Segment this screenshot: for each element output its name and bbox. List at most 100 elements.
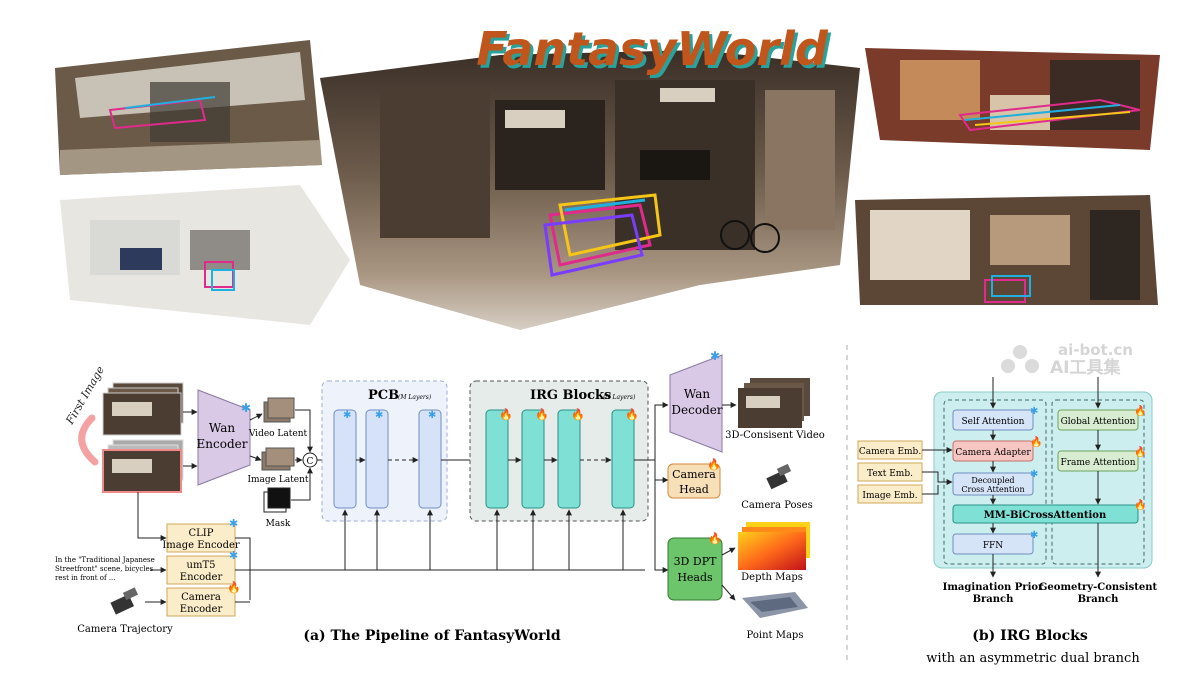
pipeline-caption: (a) The Pipeline of FantasyWorld: [303, 628, 561, 644]
trainable-icon: 🔥: [1030, 435, 1042, 448]
edge-video-latent-concat: [295, 409, 313, 453]
scene-image-room-top-right: [865, 48, 1160, 150]
clip-bus: [235, 537, 251, 600]
image-emb-label: Image Emb.: [862, 491, 917, 501]
geometry-branch-line1: Geometry-Consistent: [1039, 582, 1158, 593]
pcb-sub-label: (M Layers): [398, 394, 432, 401]
svg-text:🔥: 🔥: [625, 408, 639, 421]
frozen-icon: ✱: [1030, 530, 1038, 541]
mm-bicross-label: MM-BiCrossAttention: [984, 510, 1107, 521]
wan-decoder-line2: Decoder: [671, 403, 722, 417]
watermark-line2: AI工具集: [1050, 357, 1121, 378]
irg-block-2: 🔥: [521, 408, 549, 509]
svg-text:🔥: 🔥: [499, 408, 513, 421]
trainable-icon: 🔥: [1134, 404, 1146, 417]
umt5-line1: umT5: [187, 560, 216, 571]
irg-block-4: 🔥: [611, 408, 639, 509]
camera-encoder: Camera Encoder 🔥: [166, 581, 241, 617]
camera-head: Camera Head 🔥: [667, 458, 721, 499]
pcb-block-2: ✱: [365, 409, 389, 509]
svg-text:✱: ✱: [375, 410, 383, 421]
arrow-encoder-to-video-latent: [249, 413, 263, 421]
geometry-branch-line2: Branch: [1078, 594, 1120, 605]
umt5-encoder: umT5 Encoder ✱: [166, 549, 238, 585]
self-attention-label: Self Attention: [962, 417, 1025, 427]
video-latent-cube: [263, 397, 295, 423]
camera-encoder-line2: Encoder: [180, 604, 223, 615]
camera-emb-label: Camera Emb.: [859, 447, 922, 457]
self-attention-box: Self Attention ✱: [952, 406, 1038, 431]
frozen-icon: ✱: [229, 517, 238, 530]
global-attention-label: Global Attention: [1061, 417, 1136, 427]
frame-attention-box: Frame Attention 🔥: [1057, 445, 1146, 472]
text-emb-label: Text Emb.: [867, 469, 913, 479]
edge-mask-concat: [291, 467, 313, 501]
scene-image-room-bottom-right: [855, 195, 1158, 305]
first-image-label: First Image: [63, 363, 107, 427]
prompt-line3: rest in front of ...: [55, 574, 116, 582]
arrow-encoder-to-image-latent: [249, 455, 262, 461]
depth-maps-image: [738, 522, 810, 570]
camera-emb-box: Camera Emb.: [857, 440, 923, 460]
irg-block-1: 🔥: [485, 408, 513, 509]
point-maps-label: Point Maps: [747, 630, 804, 641]
frozen-icon: ✱: [1030, 406, 1038, 417]
irg-sub-label: (N Layers): [603, 394, 636, 401]
wan-encoder-line2: Encoder: [197, 437, 248, 451]
mm-bicross-attention-box: MM-BiCrossAttention 🔥: [952, 498, 1146, 524]
edge-to-camera-head: [654, 460, 669, 483]
image-latent-cube: [261, 447, 295, 471]
edge-to-dpt: [654, 480, 669, 573]
trainable-icon: 🔥: [227, 581, 241, 594]
image-emb-edge: [922, 485, 939, 495]
title-text: FantasyWorld: [479, 25, 832, 79]
wan-decoder: Wan Decoder ✱: [669, 349, 723, 453]
camera-encoder-line1: Camera: [181, 592, 221, 603]
decoupled-line2: Cross Attention: [961, 485, 1024, 494]
prompt-line1: In the "Traditional Japanese: [55, 556, 155, 564]
edge-to-wan-decoder: [654, 402, 669, 460]
scene-image-street-center: [320, 50, 860, 330]
bus-risers: [342, 509, 626, 570]
svg-text:🔥: 🔥: [535, 408, 549, 421]
trainable-icon: 🔥: [1134, 445, 1146, 458]
frozen-icon: ✱: [710, 349, 720, 363]
watermark-line1: ai-bot.cn: [1058, 341, 1133, 359]
frozen-icon: ✱: [229, 549, 238, 562]
irg-caption-sub: with an asymmetric dual branch: [926, 651, 1140, 666]
clip-line1: CLIP: [189, 528, 214, 539]
frozen-icon: ✱: [241, 401, 251, 415]
frame-attention-label: Frame Attention: [1060, 458, 1135, 468]
video-output-label: 3D-Consisent Video: [725, 430, 825, 441]
video-latent-label: Video Latent: [248, 429, 308, 439]
first-image-arrow: [78, 414, 99, 466]
frozen-icon: ✱: [1030, 469, 1038, 480]
umt5-line2: Encoder: [180, 572, 223, 583]
watermark: ai-bot.cn AI工具集: [1001, 341, 1133, 378]
svg-text:✱: ✱: [428, 410, 436, 421]
scene-image-kitchen-top-left: [55, 40, 322, 175]
imagination-branch-line2: Branch: [973, 594, 1015, 605]
ffn-label: FFN: [983, 541, 1003, 551]
edge-dpt-to-point: [721, 584, 736, 601]
svg-text:🔥: 🔥: [571, 408, 585, 421]
mask-cube: [263, 487, 291, 513]
dpt-line2: Heads: [677, 571, 713, 584]
concat-symbol: C: [307, 457, 314, 467]
irg-block-3: 🔥: [557, 408, 585, 509]
title-text-front: FantasyWorld: [476, 22, 829, 76]
camera-head-line2: Head: [679, 483, 709, 496]
global-attention-box: Global Attention 🔥: [1057, 404, 1146, 431]
decoupled-line1: Decoupled: [971, 476, 1014, 485]
prompt-line2: Streetfront" scene, bicycles: [55, 565, 154, 573]
scene-image-kitchen-bottom-left: [60, 185, 350, 325]
camera-trajectory-icon: [110, 587, 139, 615]
first-image-stack-top: [102, 382, 184, 436]
irg-caption-title: (b) IRG Blocks: [972, 628, 1088, 644]
svg-text:✱: ✱: [343, 410, 351, 421]
trainable-icon: 🔥: [1134, 498, 1146, 511]
depth-maps-label: Depth Maps: [741, 572, 803, 583]
mask-label: Mask: [266, 519, 291, 529]
text-emb-box: Text Emb.: [857, 462, 923, 482]
